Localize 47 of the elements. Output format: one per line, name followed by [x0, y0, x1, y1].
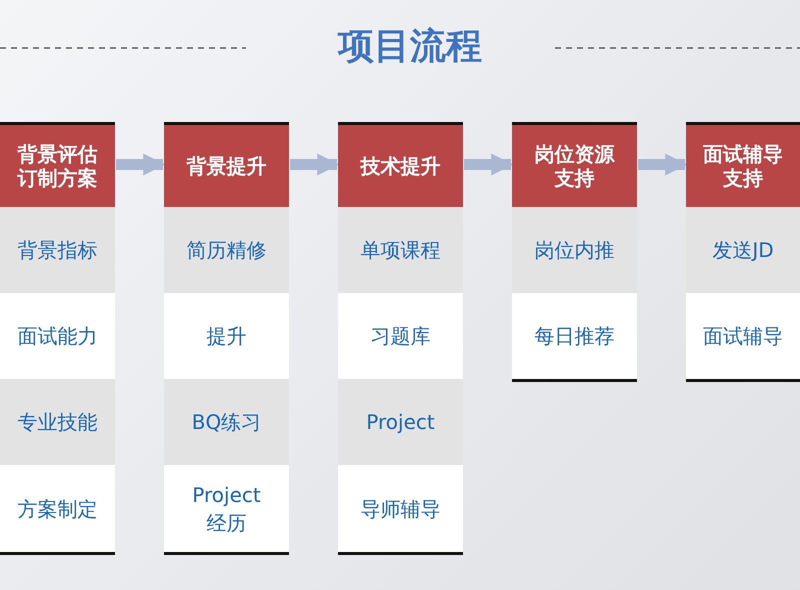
step-title: 背景提升 — [186, 154, 266, 178]
task-cell — [512, 293, 637, 382]
task-label: BQ练习 — [192, 409, 262, 436]
task-label: 发送JD — [712, 237, 774, 264]
task-cell — [686, 207, 800, 293]
step-header — [0, 122, 115, 207]
task-label: Project — [366, 409, 435, 436]
task-label: 每日推荐 — [534, 323, 614, 350]
task-label: 面试辅导 — [703, 323, 783, 350]
task-cell — [164, 379, 289, 465]
step-title: 岗位资源支持 — [534, 142, 616, 190]
task-cell — [0, 207, 115, 293]
task-label: 简历精修 — [186, 237, 266, 264]
task-label: 背景指标 — [18, 237, 98, 264]
task-cell — [686, 293, 800, 382]
arrow — [638, 154, 688, 176]
task-cell — [338, 293, 463, 379]
task-label: 方案制定 — [18, 496, 98, 522]
task-cell — [164, 293, 289, 379]
task-cell — [338, 465, 463, 555]
task-label: Project经历 — [191, 482, 262, 536]
step-header — [338, 122, 463, 207]
task-cell — [0, 379, 115, 465]
arrow — [290, 154, 340, 176]
task-label: 岗位内推 — [534, 237, 614, 264]
task-cell — [164, 207, 289, 293]
task-cell — [338, 207, 463, 293]
task-label: 面试能力 — [18, 323, 98, 350]
step-header — [686, 122, 800, 207]
arrow — [464, 154, 514, 176]
task-label: 提升 — [206, 323, 246, 350]
task-label: 习题库 — [370, 323, 430, 350]
step-title: 背景评估订制方案 — [16, 142, 98, 190]
task-cell — [164, 465, 289, 555]
task-label: 单项课程 — [360, 237, 440, 264]
title: 项目流程 — [336, 25, 483, 69]
task-cell — [512, 207, 637, 293]
task-cell — [0, 465, 115, 555]
task-label: 导师辅导 — [360, 496, 440, 522]
step-title: 技术提升 — [360, 154, 440, 178]
task-cell — [0, 293, 115, 379]
step-header — [512, 122, 637, 207]
arrow — [116, 154, 166, 176]
task-label: 专业技能 — [18, 409, 98, 436]
step-title: 面试辅导支持 — [702, 142, 784, 190]
task-cell — [338, 379, 463, 465]
step-header — [164, 122, 289, 207]
